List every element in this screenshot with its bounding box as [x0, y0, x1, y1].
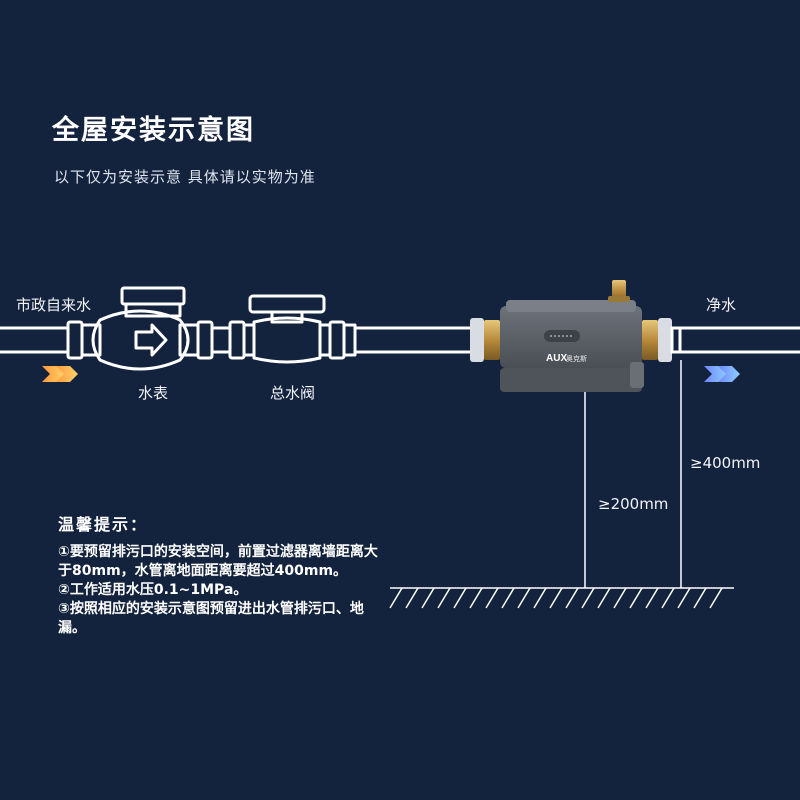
inlet-label: 市政自来水: [16, 296, 92, 314]
dimension-lines: [584, 360, 682, 588]
meter-label: 水表: [138, 384, 169, 402]
water-meter-icon: [66, 286, 214, 371]
tips-title: 温馨提示：: [58, 515, 149, 534]
dimension-200-label: ≥200mm: [598, 495, 669, 513]
outlet-label: 净水: [706, 296, 737, 314]
main-valve-icon: [228, 294, 357, 364]
dimension-400-label: ≥400mm: [690, 454, 761, 472]
page-subtitle: 以下仅为安装示意 具体请以实物为准: [54, 168, 316, 186]
outlet-flow-arrow-icon: [704, 366, 740, 382]
page-title: 全屋安装示意图: [52, 115, 255, 146]
pre-filter-device: AUX 奥克斯: [470, 280, 672, 392]
ground-hatch: [389, 587, 734, 609]
tips-list: ①要预留排污口的安装空间，前置过滤器离墙距离大于80mm，水管离地面距离要超过4…: [58, 543, 388, 638]
device-brand: AUX: [546, 353, 567, 364]
main-pipe: [0, 326, 800, 354]
tip-item: ①要预留排污口的安装空间，前置过滤器离墙距离大于80mm，水管离地面距离要超过4…: [58, 544, 378, 579]
device-brand-cn: 奥克斯: [566, 354, 587, 363]
tip-item: ③按照相应的安装示意图预留进出水管排污口、地漏。: [58, 601, 364, 636]
tip-item: ②工作适用水压0.1~1MPa。: [58, 582, 248, 598]
valve-label: 总水阀: [270, 384, 316, 402]
inlet-flow-arrow-icon: [42, 366, 78, 382]
